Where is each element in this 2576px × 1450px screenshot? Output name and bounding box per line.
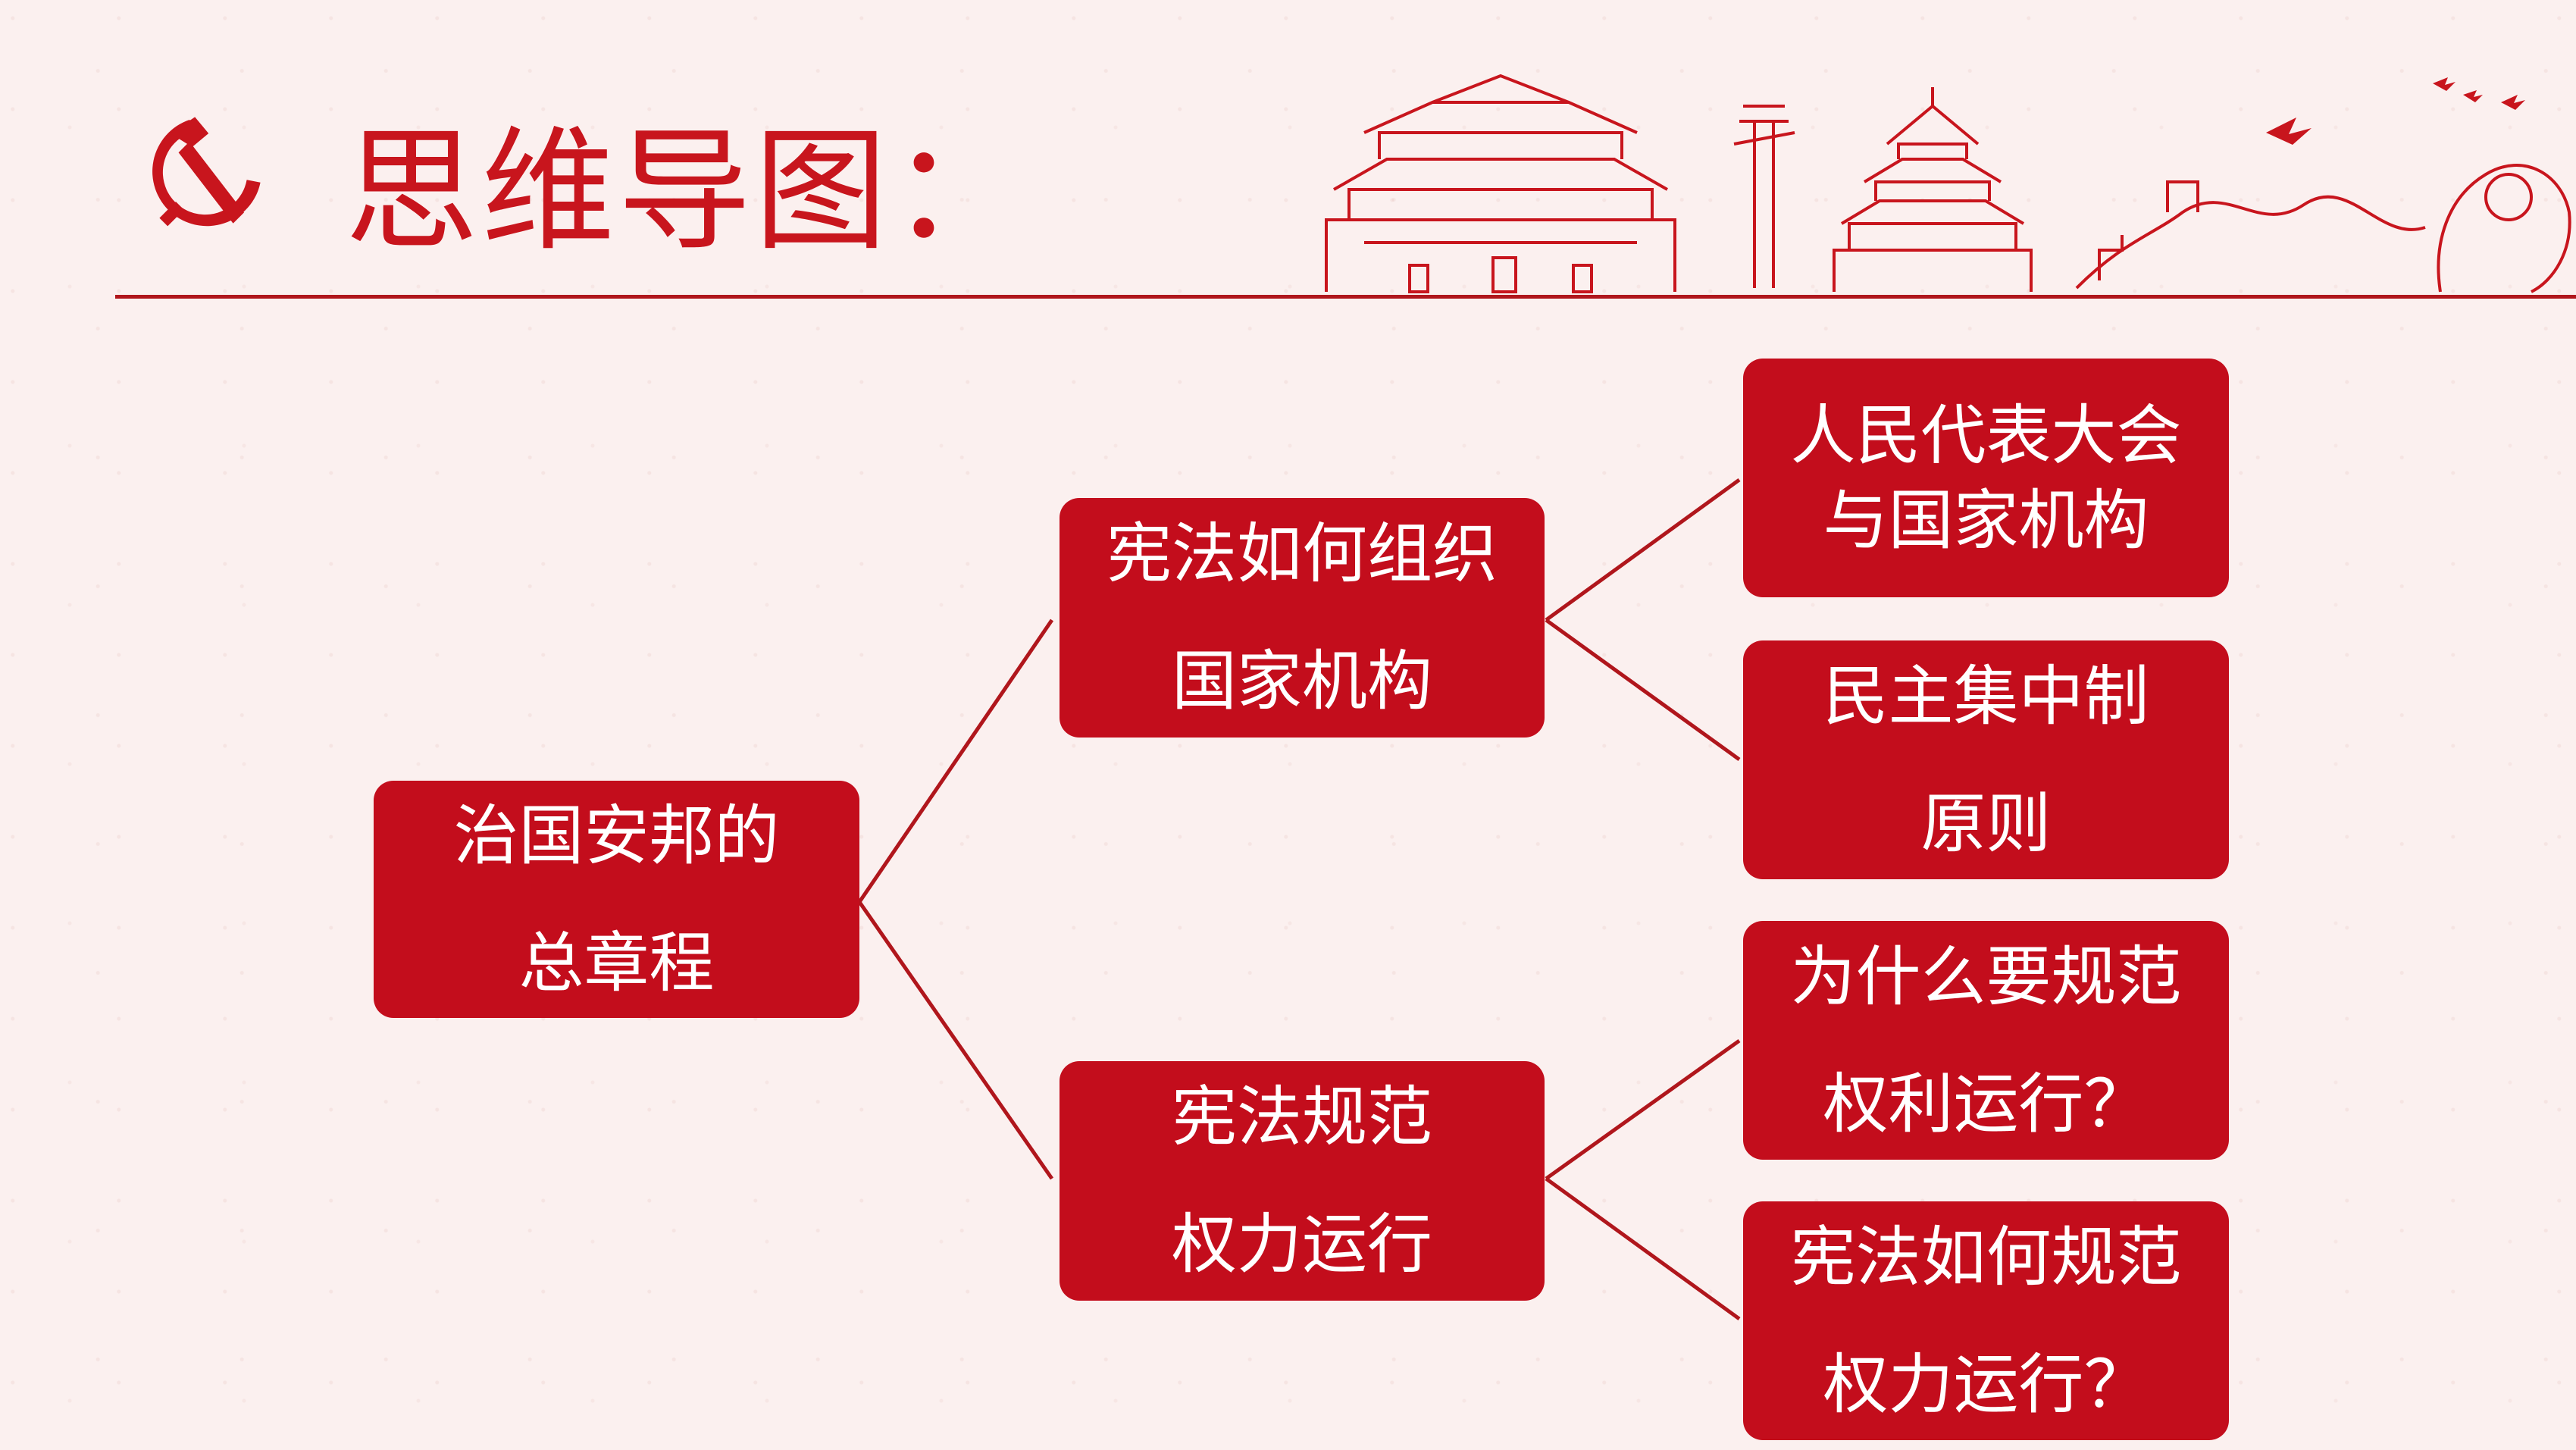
branch2-node-line2: 权力运行 bbox=[1172, 1207, 1432, 1282]
branch1-leaf2-line1: 民主集中制 bbox=[1823, 658, 2149, 734]
header-divider bbox=[115, 295, 2576, 299]
branch2-leaf2-line1: 宪法如何规范 bbox=[1790, 1219, 2182, 1295]
connector-root-branch2 bbox=[857, 900, 1054, 1180]
beijing-landmarks-illustration bbox=[1325, 74, 2571, 293]
branch2-leaf2-line2: 权力运行？ bbox=[1823, 1346, 2149, 1423]
branch1-leaf1-line1: 人民代表大会 bbox=[1790, 397, 2182, 474]
branch2-leaf1-line1: 为什么要规范 bbox=[1790, 938, 2182, 1015]
branch2-leaf1-line2: 权利运行？ bbox=[1823, 1066, 2149, 1142]
mindmap-branch1-leaf1-node: 人民代表大会 与国家机构 bbox=[1743, 359, 2229, 597]
mindmap-branch2-leaf1-node: 为什么要规范 权利运行？ bbox=[1743, 921, 2229, 1160]
mindmap-root-node: 治国安邦的 总章程 bbox=[374, 781, 859, 1018]
hammer-and-sickle-icon bbox=[152, 117, 261, 227]
root-node-line2: 总章程 bbox=[518, 925, 715, 1001]
connector-branch2-leaf2 bbox=[1545, 1176, 1741, 1321]
connector-branch1-leaf2 bbox=[1545, 618, 1741, 762]
branch1-leaf2-line2: 原则 bbox=[1920, 785, 2052, 862]
mindmap-branch2-leaf2-node: 宪法如何规范 权力运行？ bbox=[1743, 1201, 2229, 1440]
branch1-node-line1: 宪法如何组织 bbox=[1106, 516, 1498, 592]
branch2-node-line1: 宪法规范 bbox=[1172, 1079, 1432, 1155]
mindmap-branch2-node: 宪法规范 权力运行 bbox=[1060, 1061, 1545, 1301]
mindmap-branch1-leaf2-node: 民主集中制 原则 bbox=[1743, 640, 2229, 879]
branch1-node-line2: 国家机构 bbox=[1172, 644, 1432, 719]
branch1-leaf1-line2: 与国家机构 bbox=[1823, 482, 2149, 559]
root-node-line1: 治国安邦的 bbox=[453, 797, 780, 874]
mindmap-branch1-node: 宪法如何组织 国家机构 bbox=[1060, 498, 1545, 738]
connector-root-branch1 bbox=[857, 619, 1054, 904]
connector-branch1-leaf1 bbox=[1545, 478, 1741, 622]
connector-branch2-leaf1 bbox=[1545, 1038, 1741, 1181]
page-title: 思维导图： bbox=[345, 114, 1028, 269]
